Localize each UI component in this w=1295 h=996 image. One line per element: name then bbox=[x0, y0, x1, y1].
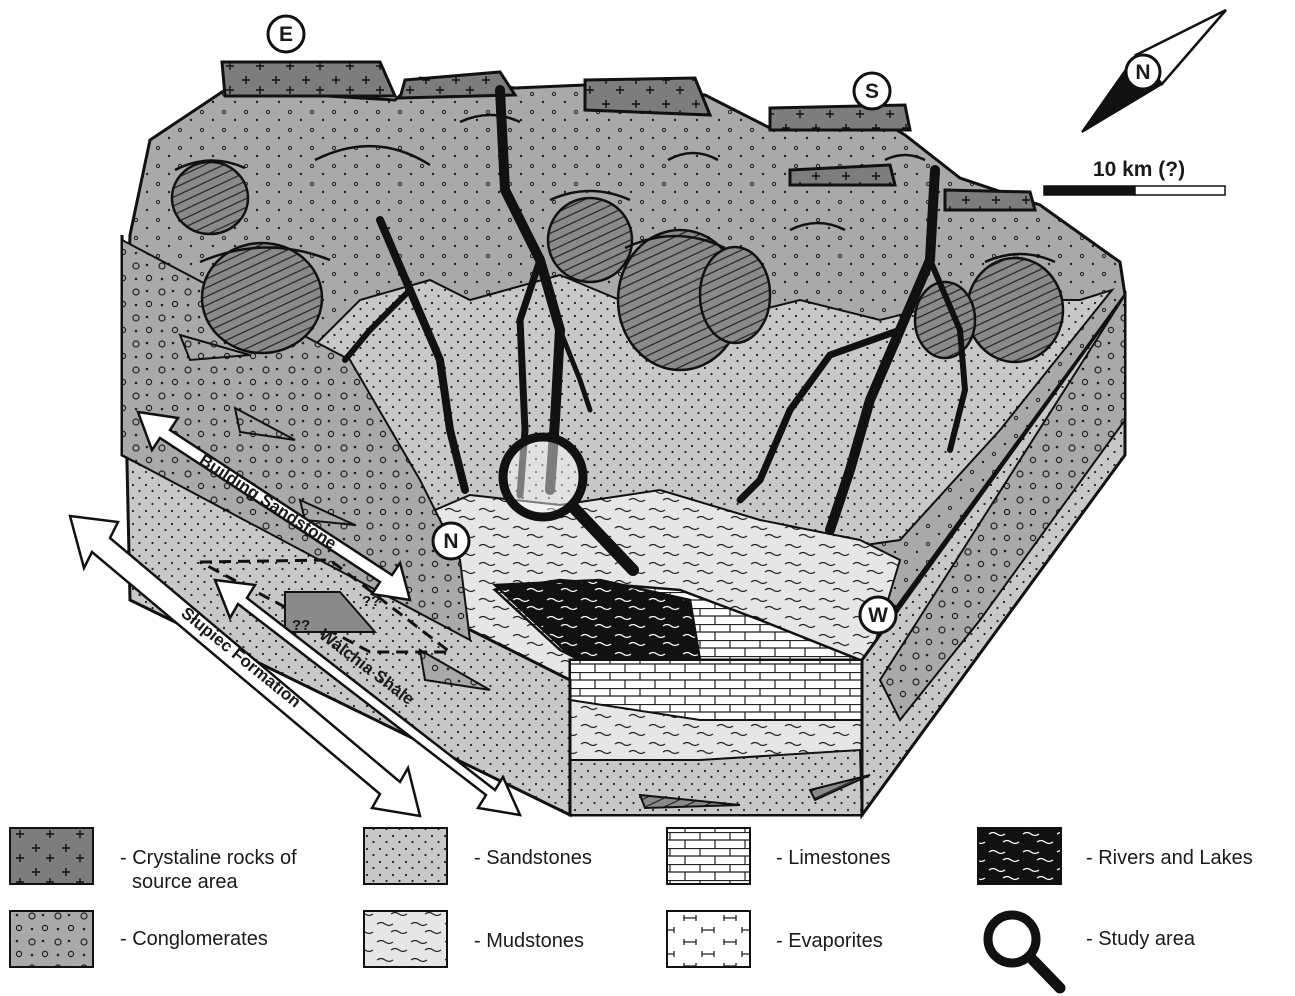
svg-text:- Limestones: - Limestones bbox=[776, 847, 891, 869]
svg-text:- Conglomerates: - Conglomerates bbox=[120, 928, 268, 950]
svg-text:N: N bbox=[443, 530, 458, 553]
direction-marker-s: S bbox=[854, 73, 890, 109]
legend-item-limestones: - Limestones bbox=[667, 828, 891, 884]
legend: - Crystaline rocks of source area - Sand… bbox=[10, 828, 1253, 988]
uncertain-label-2: ?? bbox=[292, 617, 310, 634]
legend-item-rivers-lakes: - Rivers and Lakes bbox=[978, 828, 1253, 884]
svg-text:E: E bbox=[279, 23, 293, 46]
svg-text:- Rivers and Lakes: - Rivers and Lakes bbox=[1086, 847, 1253, 869]
svg-text:S: S bbox=[865, 80, 879, 103]
svg-text:- Mudstones: - Mudstones bbox=[474, 930, 584, 952]
scale-bar-label: 10 km (?) bbox=[1093, 158, 1185, 181]
svg-text:- Evaporites: - Evaporites bbox=[776, 930, 883, 952]
scale-bar: 10 km (?) bbox=[1044, 158, 1225, 195]
legend-item-sandstones: - Sandstones bbox=[364, 828, 592, 884]
magnifier-icon bbox=[988, 915, 1060, 988]
svg-text:source area: source area bbox=[132, 871, 238, 893]
direction-marker-n: N bbox=[433, 523, 469, 559]
svg-text:W: W bbox=[868, 604, 888, 627]
compass-north-label: N bbox=[1135, 61, 1150, 84]
direction-marker-w: W bbox=[860, 597, 896, 633]
svg-text:- Sandstones: - Sandstones bbox=[474, 847, 592, 869]
legend-item-study-area: - Study area bbox=[988, 915, 1196, 988]
legend-item-conglomerates: - Conglomerates bbox=[10, 911, 268, 967]
crystalline-cap-5 bbox=[790, 165, 895, 185]
crystalline-cap-s bbox=[770, 105, 910, 130]
legend-item-crystalline: - Crystaline rocks of source area bbox=[10, 828, 297, 893]
crystalline-cap-3 bbox=[585, 78, 710, 115]
legend-item-evaporites: - Evaporites bbox=[667, 911, 883, 967]
crystalline-cap-e bbox=[222, 62, 395, 96]
svg-text:- Study area: - Study area bbox=[1086, 928, 1196, 950]
crystalline-cap-6 bbox=[945, 190, 1035, 210]
compass-needle-icon: N bbox=[1082, 10, 1226, 132]
legend-item-mudstones: - Mudstones bbox=[364, 911, 584, 967]
svg-text:- Crystaline rocks of: - Crystaline rocks of bbox=[120, 847, 297, 869]
direction-marker-e: E bbox=[268, 16, 304, 52]
